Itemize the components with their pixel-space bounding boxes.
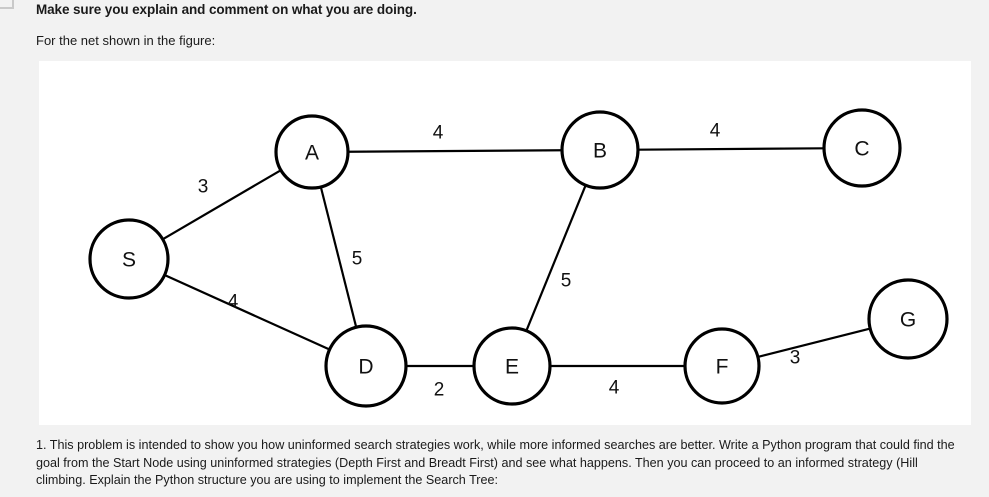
node-circle-f	[683, 327, 761, 405]
intro-text: For the net shown in the figure:	[36, 33, 216, 48]
node-layer: S A B C D E F G	[88, 108, 949, 408]
graph-node-s: S	[88, 218, 170, 300]
graph-edge-b-c	[637, 147, 825, 151]
graph-node-e: E	[472, 326, 552, 406]
node-circle-g	[867, 278, 949, 360]
node-circle-e	[472, 326, 552, 406]
node-label-b: B	[593, 140, 607, 163]
graph-edge-b-e	[525, 184, 587, 332]
page-corner-mark	[0, 0, 14, 9]
edge-weight-s-a: 3	[198, 177, 209, 198]
graph-node-c: C	[822, 108, 902, 188]
graph-edge-a-d	[319, 186, 358, 328]
node-label-d: D	[358, 356, 373, 379]
node-label-a: A	[305, 142, 319, 165]
question-paragraph: 1. This problem is intended to show you …	[36, 438, 955, 488]
node-label-f: F	[716, 356, 729, 379]
graph-edge-f-g	[757, 327, 871, 359]
edge-weight-s-d: 4	[228, 292, 239, 313]
page-heading: Make sure you explain and comment on wha…	[36, 2, 417, 17]
graph-edge-s-d	[164, 274, 330, 351]
node-circle-s	[88, 218, 170, 300]
edge-weight-e-f: 4	[609, 378, 620, 399]
graph-edge-s-a	[162, 169, 282, 241]
edge-weight-f-g: 3	[790, 348, 801, 369]
graph-node-g: G	[867, 278, 949, 360]
edge-layer: 3 4 4 5 4 5 2 4 3	[162, 121, 871, 401]
node-label-c: C	[854, 138, 869, 161]
edge-weight-b-c: 4	[710, 121, 721, 142]
node-label-g: G	[900, 309, 916, 332]
graph-edge-a-b	[347, 149, 563, 153]
node-circle-a	[274, 114, 350, 190]
graph-node-d: D	[324, 324, 408, 408]
graph-node-a: A	[274, 114, 350, 190]
node-circle-d	[324, 324, 408, 408]
node-label-e: E	[505, 356, 519, 379]
edge-weight-b-e: 5	[561, 271, 572, 292]
graph-node-f: F	[683, 327, 761, 405]
graph-node-b: B	[560, 110, 640, 190]
edge-weight-d-e: 2	[434, 380, 445, 401]
node-label-s: S	[122, 249, 136, 272]
node-circle-b	[560, 110, 640, 190]
edge-weight-a-b: 4	[433, 123, 444, 144]
edge-weight-a-d: 5	[352, 249, 363, 270]
node-circle-c	[822, 108, 902, 188]
